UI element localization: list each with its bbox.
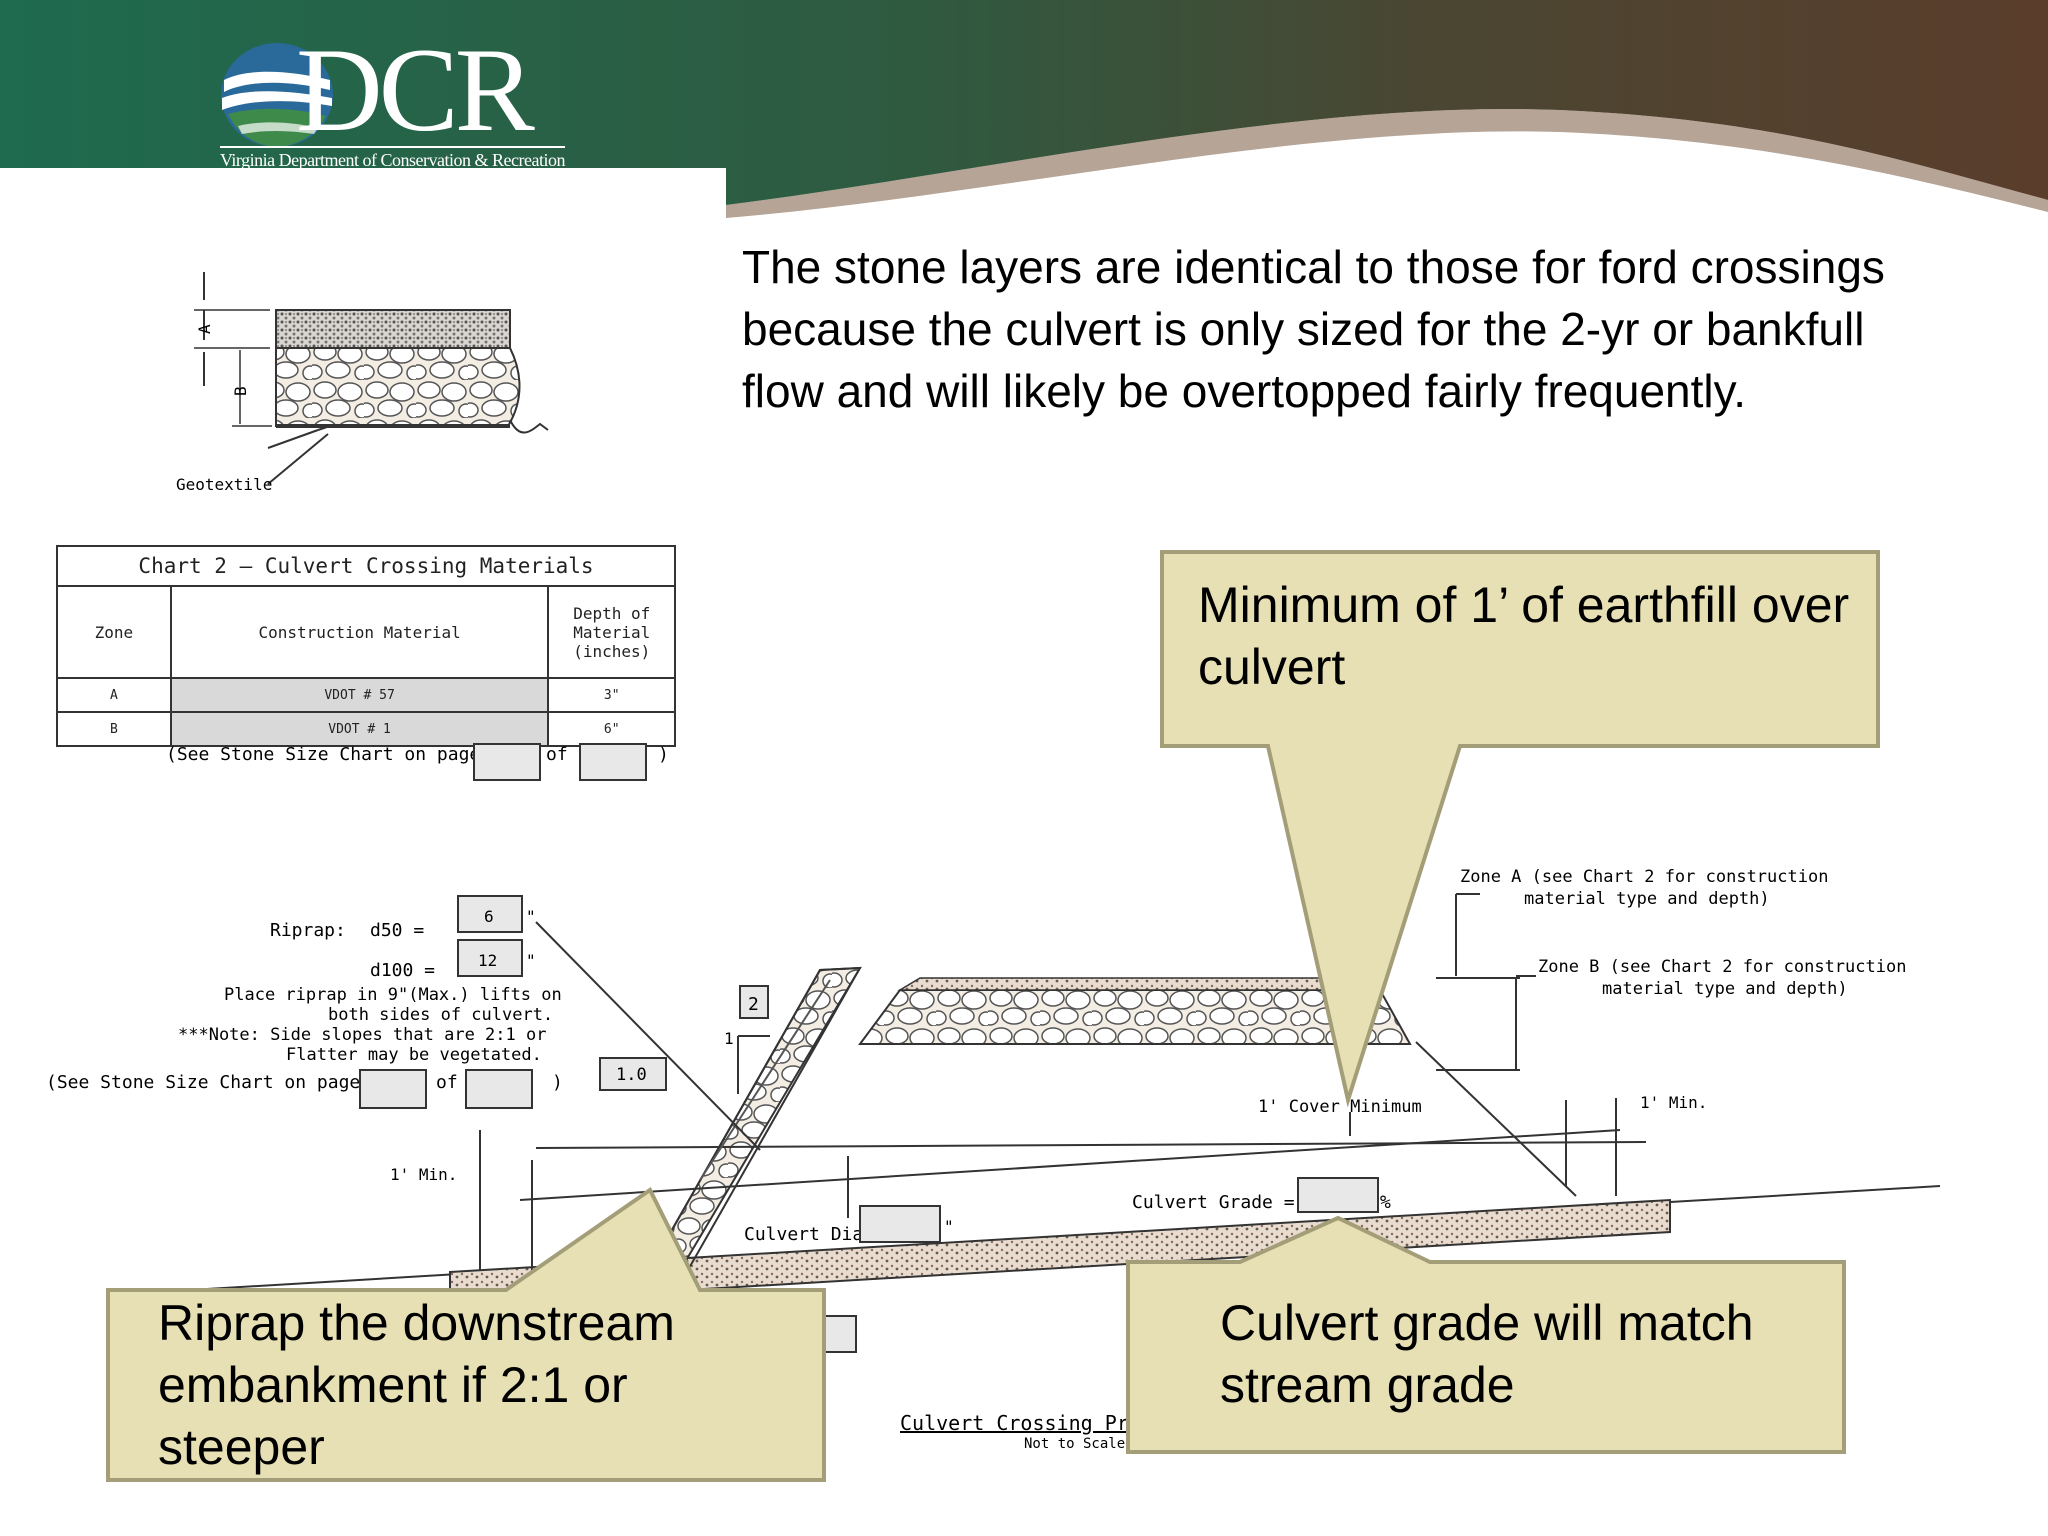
stone-chart-prefix: (See Stone Size Chart on page: [46, 1072, 360, 1093]
slope-h: 2: [748, 994, 759, 1015]
callout-earthfill: [1160, 550, 1880, 1108]
label-b: B: [231, 386, 250, 396]
riprap-note-4: Flatter may be vegetated.: [286, 1045, 542, 1065]
culvert-dia-label: Culvert Dia: [744, 1224, 863, 1245]
culvert-dia-inch: ": [944, 1217, 954, 1236]
callout-grade-text: Culvert grade will match stream grade: [1220, 1295, 1754, 1413]
col-depth: Depth of Material (inches): [547, 585, 676, 679]
zone-a-line1: Zone A (see Chart 2 for construction: [1460, 867, 1828, 887]
zone-notes: Zone A (see Chart 2 for construction mat…: [744, 867, 1906, 1452]
riprap-note-3: ***Note: Side slopes that are 2:1 or: [178, 1025, 546, 1045]
not-to-scale: Not to Scale: [1024, 1436, 1125, 1452]
table-row: A VDOT # 57 3": [56, 677, 676, 713]
zone-cell: B: [56, 711, 172, 747]
percent-sign: %: [1380, 1192, 1391, 1213]
chart2-table: Chart 2 — Culvert Crossing Materials Zon…: [56, 545, 676, 747]
callout-riprap: [106, 1187, 826, 1482]
callout-earthfill-text: Minimum of 1’ of earthfill over culvert: [1198, 577, 1850, 695]
table-row: B VDOT # 1 6": [56, 711, 676, 747]
intro-text: The stone layers are identical to those …: [742, 241, 1885, 417]
zone-b-line1: Zone B (see Chart 2 for construction: [1538, 957, 1906, 977]
dcr-globe-icon: [221, 43, 333, 147]
riprap-label: Riprap:: [270, 920, 346, 941]
stone-chart-of: of: [436, 1072, 458, 1093]
zone-a-line2: material type and depth): [1524, 889, 1770, 909]
d50-label: d50 =: [370, 920, 424, 941]
profile-title: Culvert Crossing Pro: [900, 1411, 1141, 1435]
material-cell: VDOT # 1: [169, 711, 550, 747]
zone-b-line2: material type and depth): [1602, 979, 1848, 999]
chart2-title: Chart 2 — Culvert Crossing Materials: [56, 545, 676, 587]
stone-layer-detail: A B Geotextile: [176, 272, 549, 494]
riprap-notes: Riprap: d50 = 6 " d100 = 12 " Place ripr…: [46, 895, 769, 1184]
culvert-profile: [189, 893, 1941, 1306]
chart2-note-suffix: ): [658, 744, 669, 765]
culvert-grade-label: Culvert Grade =: [1132, 1192, 1295, 1213]
d50-inch: ": [526, 907, 536, 926]
col-material: Construction Material: [169, 585, 550, 679]
col-zone: Zone: [56, 585, 172, 679]
cover-minimum: 1' Cover Minimum: [1258, 1097, 1422, 1117]
riprap-note-2: both sides of culvert.: [328, 1005, 553, 1025]
chart2-note-prefix: (See Stone Size Chart on page: [166, 744, 480, 765]
material-cell: VDOT # 57: [169, 677, 550, 713]
stone-chart-suffix: ): [552, 1072, 563, 1093]
depth-cell: 6": [547, 711, 676, 747]
callout-grade: [1126, 1215, 1846, 1454]
riprap-note-1: Place riprap in 9"(Max.) lifts on: [224, 985, 562, 1005]
d100-inch: ": [526, 951, 536, 970]
geotextile-label: Geotextile: [176, 475, 272, 494]
organization-name: Virginia Department of Conservation & Re…: [220, 146, 565, 171]
d50-value: 6: [484, 907, 494, 926]
slope-ratio: 1.0: [616, 1065, 647, 1085]
depth-cell: 3": [547, 677, 676, 713]
d100-label: d100 =: [370, 960, 435, 981]
chart2-note-of: of: [546, 744, 568, 765]
min-right: 1' Min.: [1640, 1093, 1707, 1112]
header-banner: [0, 0, 2048, 230]
label-a: A: [195, 324, 214, 334]
slope-v: 1: [724, 1029, 734, 1048]
zone-cell: A: [56, 677, 172, 713]
chart2-note: (See Stone Size Chart on page of ): [166, 743, 669, 781]
callout-riprap-text: Riprap the downstream embankment if 2:1 …: [158, 1295, 675, 1475]
dcr-logo: DCR: [296, 23, 535, 156]
d100-value: 12: [478, 951, 497, 970]
min-left: 1' Min.: [390, 1165, 457, 1184]
